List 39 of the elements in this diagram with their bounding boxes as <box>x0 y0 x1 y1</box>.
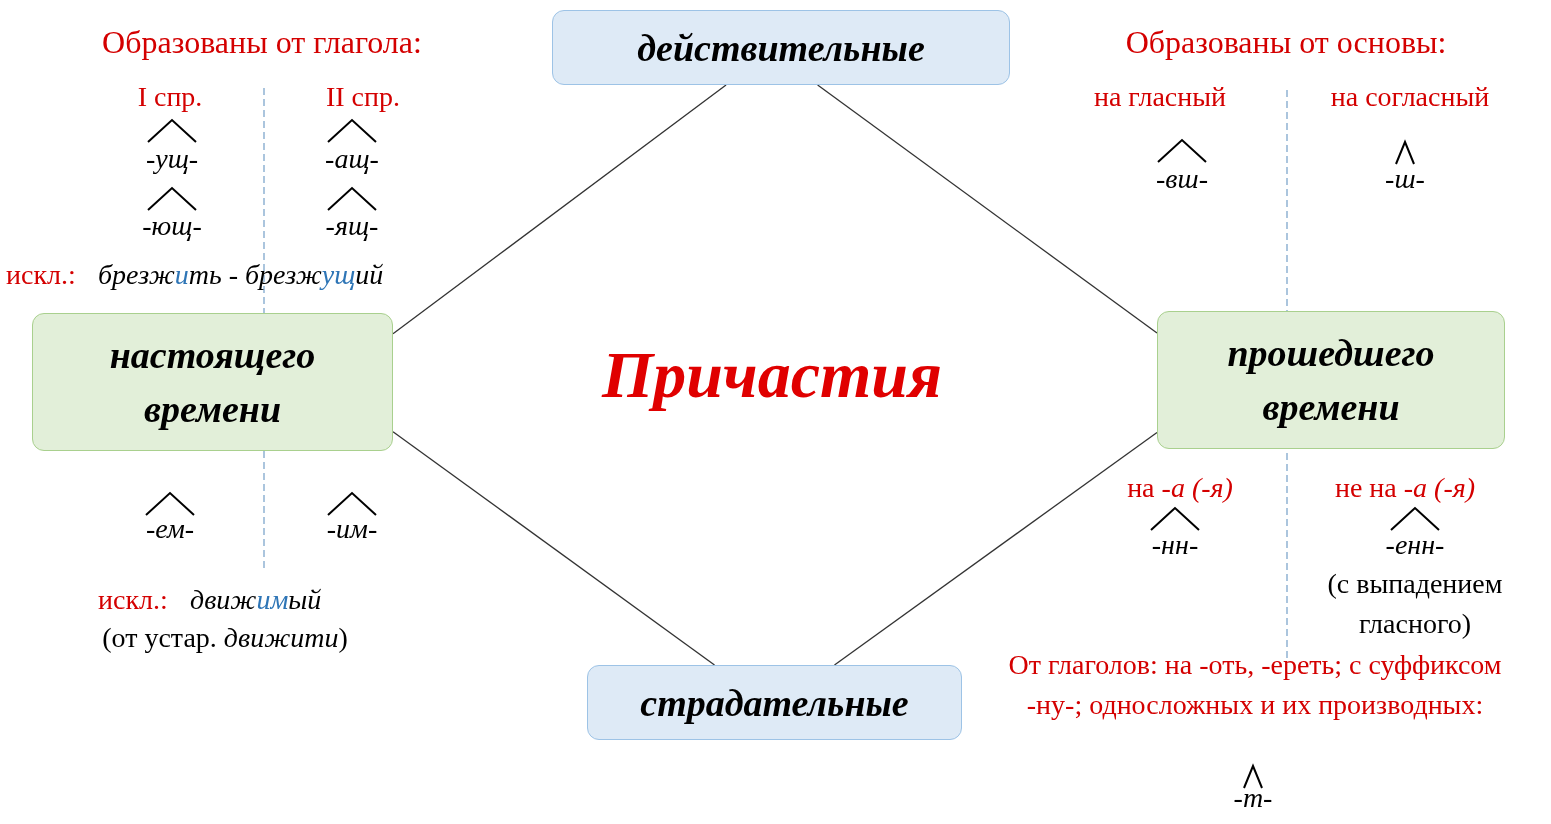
note-text: От глаголов: на -оть, -ереть; с суффиксом -ну-; односложных и их производных: <box>1007 648 1503 722</box>
category-box <box>587 665 962 740</box>
note-text: брезжить - брезжущий <box>98 258 384 292</box>
note-text: -ущ- <box>145 142 199 176</box>
note-text: искл.: <box>98 583 168 617</box>
note-text: -ем- <box>145 512 195 546</box>
box-label: прошедшего времени <box>1226 331 1436 430</box>
note-text: на согласный <box>1330 80 1490 114</box>
note-text: искл.: <box>6 258 76 292</box>
title: Причастия <box>602 337 942 413</box>
note-text: на -а (-я) <box>1127 471 1233 505</box>
note-text: Образованы от глагола: <box>102 23 422 62</box>
note-text: не на -а (-я) <box>1334 471 1476 505</box>
note-text: (от устар. движити) <box>102 621 348 655</box>
category-box <box>552 10 1010 85</box>
note-text: -ш- <box>1385 162 1425 196</box>
note-text: -вш- <box>1156 162 1208 196</box>
note-text: движимый <box>190 583 322 617</box>
connector-line <box>392 431 716 666</box>
note-text: II спр. <box>325 80 401 114</box>
connector-line <box>392 84 727 335</box>
note-text: -ящ- <box>325 209 379 243</box>
box-label: настоящего времени <box>108 333 317 432</box>
note-text: -нн- <box>1151 528 1199 562</box>
connector-line <box>833 431 1158 666</box>
note-text: на гласный <box>1093 80 1227 114</box>
category-box <box>32 313 393 451</box>
note-text: -енн- <box>1385 528 1445 562</box>
note-text: (с выпадением гласного) <box>1326 567 1504 641</box>
box-label: действительные <box>637 25 925 71</box>
note-text: -т- <box>1233 781 1273 815</box>
connector-line <box>817 84 1158 334</box>
note-text: I спр. <box>137 80 203 114</box>
category-box <box>1157 311 1505 449</box>
note-text: -ющ- <box>142 209 202 243</box>
note-text: -им- <box>326 512 378 546</box>
box-label: страдательные <box>640 680 909 726</box>
note-text: Образованы от основы: <box>1125 23 1447 62</box>
note-text: -ащ- <box>325 142 379 176</box>
